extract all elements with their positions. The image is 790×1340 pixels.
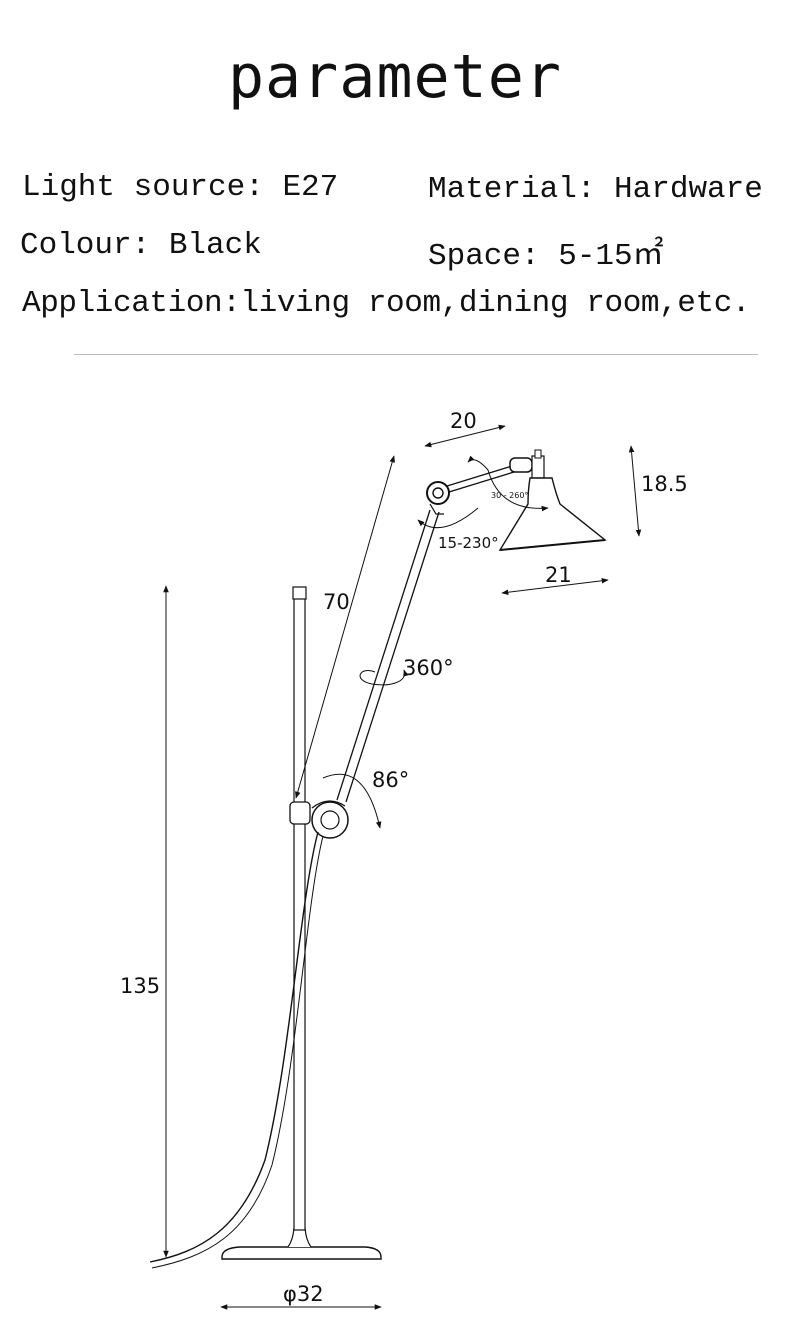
dimension-lines — [163, 424, 642, 1310]
spec-space: Space: 5-15㎡ — [428, 239, 664, 274]
dim-base-label: φ32 — [283, 1282, 324, 1306]
lamp-base — [221, 1246, 382, 1260]
dim-shade-width-label: 21 — [545, 563, 572, 587]
dim-height-label: 135 — [120, 974, 160, 998]
spec-colour: Colour: Black — [20, 228, 262, 263]
elbow-angle-arc — [417, 507, 479, 529]
base-collar — [287, 1227, 312, 1248]
lower-angle-arc — [322, 773, 382, 829]
dim-elbow-angle-label: 15-230° — [438, 534, 499, 552]
rotation-arc — [359, 669, 409, 686]
dim-head-angle-label: 30 - 260° — [491, 491, 528, 500]
dim-shade-height-line — [628, 445, 642, 537]
pole-cap — [292, 586, 307, 600]
main-arm — [336, 509, 431, 801]
head-angle-arc — [467, 455, 549, 512]
dim-head-arm-label: 20 — [450, 409, 477, 433]
dim-arm-length-line — [295, 455, 395, 799]
spec-material: Material: Hardware — [428, 172, 763, 207]
spec-application: Application:living room,dining room,etc. — [22, 286, 751, 321]
lamp-shade — [498, 477, 607, 551]
dim-shade-height-label: 18.5 — [641, 472, 688, 496]
power-cable — [149, 831, 319, 1263]
dim-shade-width-line — [501, 577, 609, 596]
dim-head-arm-line — [424, 424, 506, 448]
dim-lower-angle-label: 86° — [372, 768, 409, 792]
lamp-body — [149, 449, 607, 1269]
divider-line — [74, 354, 758, 355]
dim-rotation-label: 360° — [403, 656, 454, 680]
head-knuckle — [509, 457, 533, 473]
spec-light-source: Light source: E27 — [22, 170, 339, 205]
pole-clamp — [289, 801, 311, 825]
dim-arm-length-label: 70 — [323, 590, 350, 614]
page-title: parameter — [227, 42, 563, 112]
